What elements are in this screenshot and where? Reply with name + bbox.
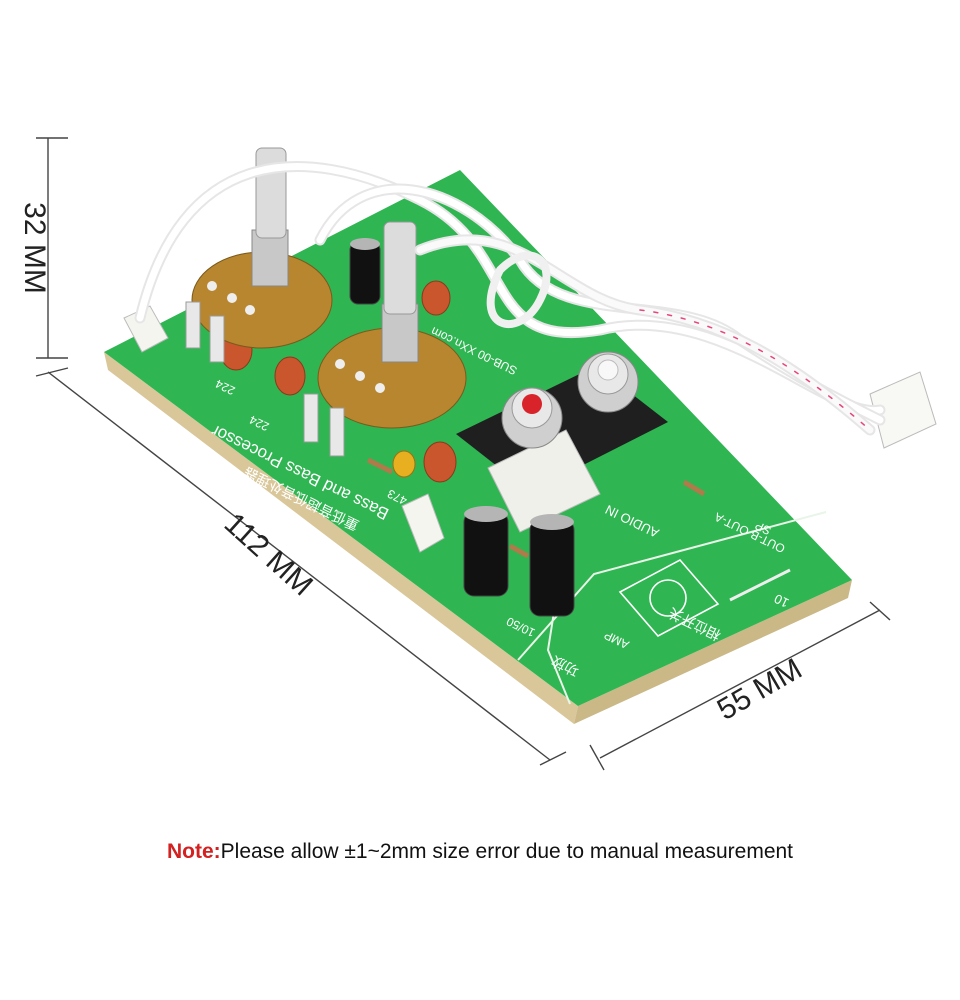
film-capacitors xyxy=(219,280,457,483)
silk-jumper: 10 xyxy=(772,591,792,611)
phase-switch-footprint xyxy=(618,558,791,638)
small-capacitor xyxy=(392,450,416,478)
resistors xyxy=(366,457,706,559)
potentiometer-2 xyxy=(317,221,467,429)
electrolytic-capacitor-3 xyxy=(349,238,381,305)
length-dimension-line xyxy=(35,367,567,766)
connector-center xyxy=(401,493,445,553)
width-dimension-line xyxy=(589,601,891,771)
electrolytic-capacitor-2 xyxy=(529,514,575,617)
silk-sp: SP xyxy=(753,518,774,538)
rca-jack-red xyxy=(501,387,563,449)
note-text: Please allow ±1~2mm size error due to ma… xyxy=(220,840,794,863)
rca-jack-white xyxy=(577,351,639,413)
pot-brackets xyxy=(185,301,345,457)
connector-cable-end xyxy=(869,371,937,449)
height-dimension-label: 32 MM xyxy=(18,202,51,294)
electrolytic-capacitor-1 xyxy=(463,506,509,597)
measurement-note: Note:Please allow ±1~2mm size error due … xyxy=(0,840,960,864)
height-dimension-line xyxy=(36,137,68,359)
wire-harness xyxy=(134,161,886,436)
note-label: Note: xyxy=(166,840,221,863)
